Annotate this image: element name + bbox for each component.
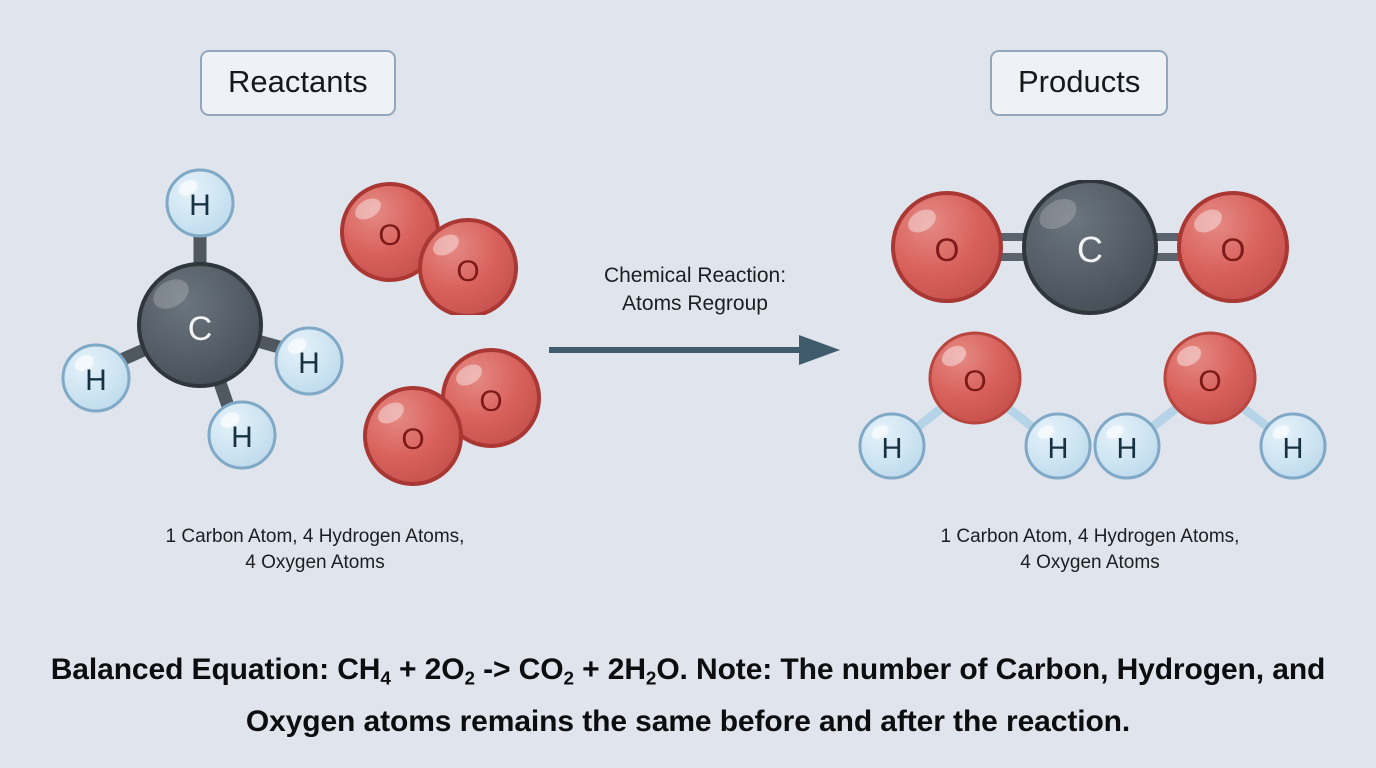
hydrogen-atom-top: H: [165, 168, 235, 238]
hydrogen-atom-left: H: [858, 412, 926, 480]
svg-text:C: C: [1077, 229, 1103, 270]
oxygen-molecule-upper: O O: [335, 180, 540, 318]
svg-text:H: H: [1048, 433, 1069, 465]
carbon-atom: C: [137, 262, 263, 388]
oxygen-atom-2: O: [418, 218, 518, 318]
equation-line1: Balanced Equation: CH4 + 2O2 -> CO2 + 2H…: [50, 653, 1109, 690]
carbon-dioxide-molecule: O O C: [890, 179, 1290, 315]
hydrogen-atom-right: H: [1259, 412, 1327, 480]
hydrogen-atom-right: H: [274, 326, 344, 396]
equation-sub-o2: 2: [464, 668, 475, 690]
reactants-header-pill: Reactants: [200, 50, 396, 116]
hydrogen-atom-left: H: [61, 343, 131, 413]
oxygen-atom-left: O: [891, 191, 1003, 303]
products-atom-count-caption: 1 Carbon Atom, 4 Hydrogen Atoms, 4 Oxyge…: [940, 526, 1240, 573]
carbon-atom: C: [1022, 179, 1158, 315]
products-header-pill: Products: [990, 50, 1169, 116]
equation-prefix: Balanced Equation: CH: [50, 653, 381, 686]
svg-text:C: C: [188, 310, 213, 348]
hydrogen-atom-right: H: [1024, 412, 1092, 480]
svg-text:O: O: [479, 385, 502, 418]
methane-molecule: H H H H C: [30, 155, 370, 485]
svg-text:O: O: [401, 423, 424, 456]
hydrogen-atom-bottom: H: [207, 400, 277, 470]
svg-text:H: H: [882, 433, 903, 465]
products-header-label: Products: [1018, 64, 1141, 99]
reactants-header-label: Reactants: [228, 64, 368, 99]
equation-sub-ch4: 4: [380, 668, 391, 690]
equation-mid1: + 2O: [390, 653, 465, 686]
svg-text:H: H: [1283, 433, 1304, 465]
water-molecule-left: H H O: [855, 330, 1095, 480]
oxygen-molecule-lower: O O: [358, 348, 563, 488]
reaction-arrow-label: Chemical Reaction: Atoms Regroup: [603, 264, 787, 315]
reactants-atom-count-caption: 1 Carbon Atom, 4 Hydrogen Atoms, 4 Oxyge…: [165, 526, 465, 573]
svg-text:O: O: [1198, 365, 1221, 398]
reaction-arrow-block: Chemical Reaction: Atoms Regroup: [545, 262, 845, 372]
equation-mid3: + 2H: [573, 653, 646, 686]
oxygen-atom-right: O: [1177, 191, 1289, 303]
equation-sub-h2o: 2: [645, 668, 657, 690]
oxygen-atom: O: [1163, 331, 1257, 425]
svg-text:H: H: [231, 421, 253, 454]
svg-text:O: O: [935, 232, 960, 268]
svg-text:H: H: [1117, 433, 1138, 465]
svg-text:H: H: [298, 347, 320, 380]
svg-text:O: O: [963, 365, 986, 398]
equation-sub-co2: 2: [563, 668, 574, 690]
balanced-equation-text: Balanced Equation: CH4 + 2O2 -> CO2 + 2H…: [50, 648, 1326, 743]
oxygen-atom-2: O: [363, 386, 463, 486]
equation-mid2: -> CO: [474, 653, 564, 686]
svg-text:H: H: [85, 364, 107, 397]
equation-line2: Hydrogen, and Oxygen atoms remains the s…: [245, 653, 1326, 739]
reaction-arrow-icon: [549, 335, 840, 365]
svg-text:O: O: [1221, 232, 1246, 268]
oxygen-atom: O: [928, 331, 1022, 425]
svg-text:H: H: [189, 189, 211, 222]
water-molecule-right: H H O: [1090, 330, 1330, 480]
hydrogen-atom-left: H: [1093, 412, 1161, 480]
equation-suffix: O. Note: The number of Carbon,: [656, 653, 1109, 686]
svg-text:O: O: [378, 219, 401, 252]
svg-text:O: O: [456, 255, 479, 288]
